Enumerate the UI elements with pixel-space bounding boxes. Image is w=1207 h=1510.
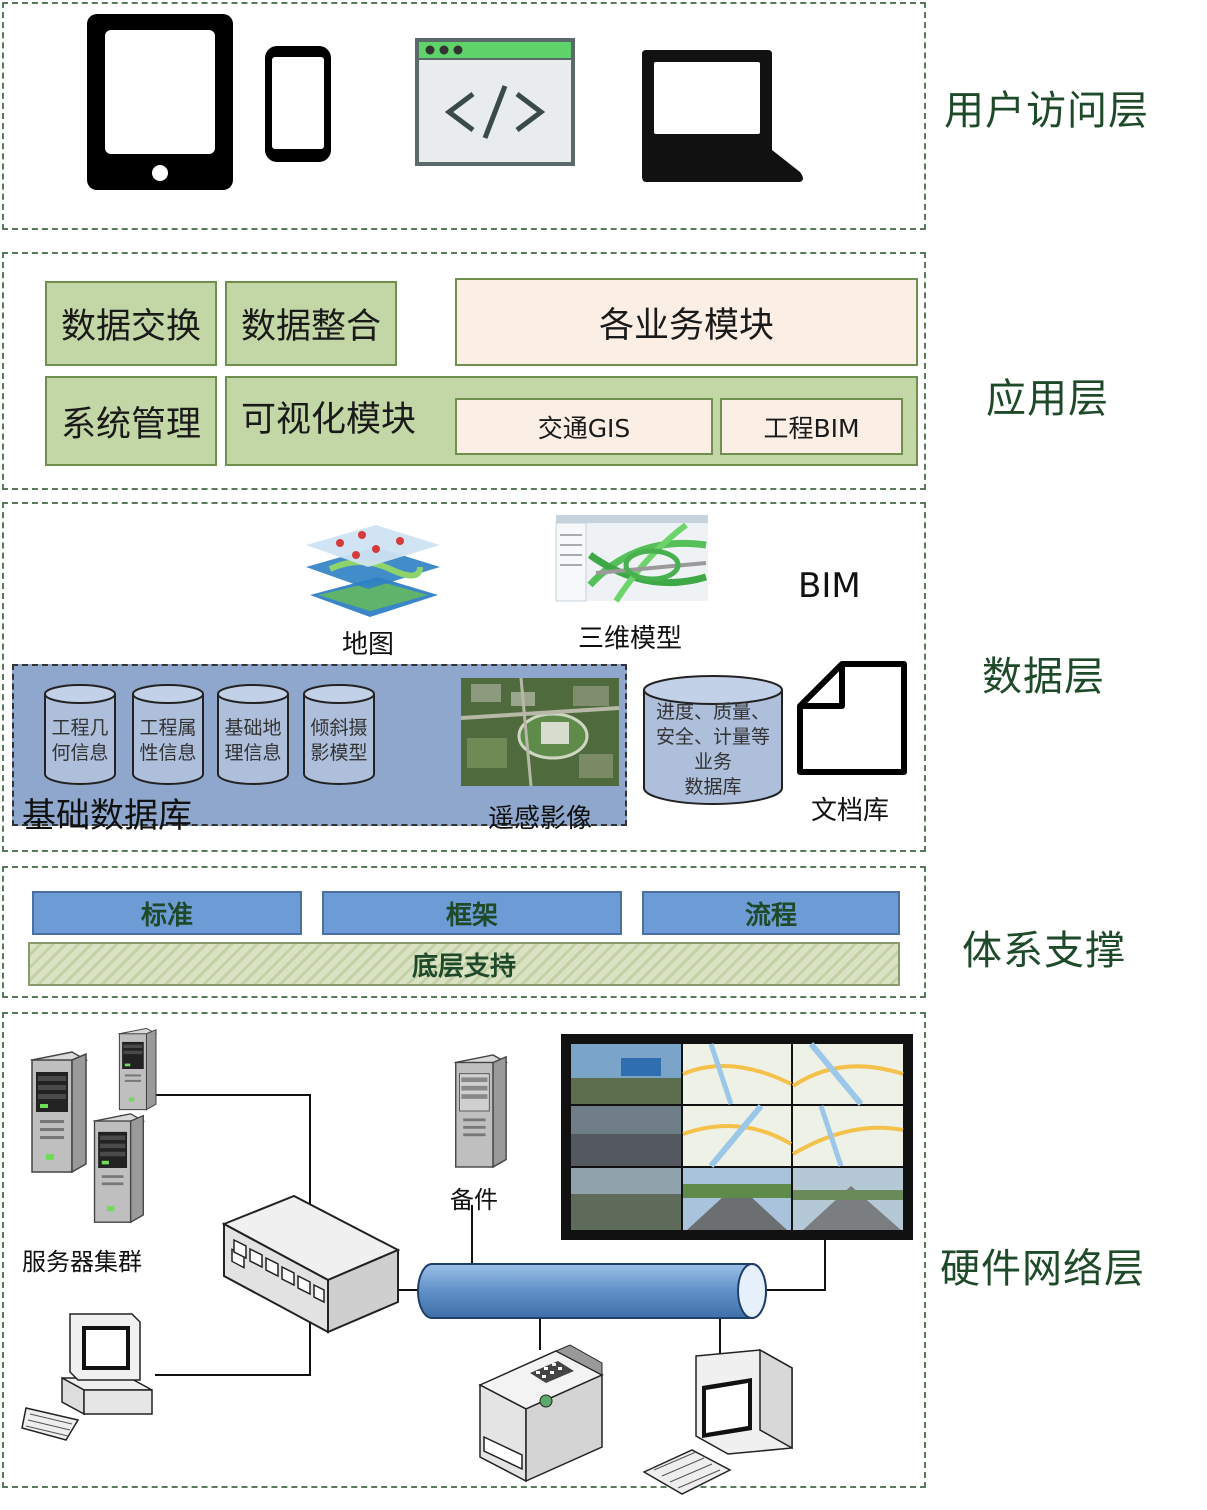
business-database-text: 进度、质量、 安全、计量等 业务 数据库 [655, 701, 770, 798]
backup-server-icon [453, 1054, 509, 1169]
data-layer-label: 数据层 [982, 654, 1105, 700]
engineering-bim-box: 工程BIM [720, 398, 903, 455]
server-cluster-label: 服务器集群 [22, 1248, 142, 1276]
server-icon-1 [29, 1051, 89, 1174]
code-window-icon [415, 38, 575, 166]
laptop-icon [642, 50, 803, 182]
hardware-layer-frame [2, 1012, 926, 1488]
application-layer-label: 应用层 [986, 376, 1109, 422]
map-label: 地图 [342, 630, 395, 660]
traffic-gis-box: 交通GIS [455, 398, 713, 455]
printer-icon [478, 1344, 604, 1483]
business-database-cylinder [643, 675, 783, 805]
desktop-computer-icon [642, 1348, 793, 1495]
cylinder-2-text: 工程属 性信息 [139, 717, 197, 764]
cylinder-1-text: 工程几 何信息 [51, 717, 109, 764]
framework-bar: 框架 [322, 891, 622, 935]
phone-icon [265, 46, 331, 162]
database-cylinder-4 [303, 684, 375, 785]
database-cylinder-1 [44, 684, 116, 785]
system-management-box: 系统管理 [45, 376, 217, 466]
server-icon-2 [117, 1027, 158, 1111]
server-icon-3 [92, 1113, 146, 1224]
3d-model-image [555, 515, 708, 603]
data-layer-frame [2, 502, 926, 852]
remote-sensing-label: 遥感影像 [488, 804, 593, 834]
data-integration-box: 数据整合 [225, 281, 397, 366]
process-bar: 流程 [642, 891, 900, 935]
support-layer-frame [2, 866, 926, 998]
support-layer-label: 体系支撑 [962, 928, 1126, 974]
network-switch-icon [221, 1194, 401, 1334]
network-bus-pipe [417, 1263, 767, 1319]
visualization-module-label: 可视化模块 [241, 399, 417, 440]
hardware-layer-label: 硬件网络层 [940, 1246, 1145, 1292]
standard-bar: 标准 [32, 891, 302, 935]
database-cylinder-2 [132, 684, 204, 785]
workstation-computer-icon [21, 1313, 153, 1441]
backup-label: 备件 [450, 1186, 498, 1214]
user-access-layer-frame [2, 2, 926, 230]
user-access-layer-label: 用户访问层 [944, 88, 1149, 134]
tablet-icon [87, 14, 233, 190]
video-wall-icon [561, 1034, 913, 1240]
application-layer-frame [2, 252, 926, 490]
remote-sensing-image [460, 677, 620, 787]
base-database-label: 基础数据库 [22, 796, 192, 836]
cylinder-3-text: 基础地 理信息 [224, 717, 282, 764]
document-icon [797, 661, 907, 775]
3d-model-label: 三维模型 [578, 624, 683, 654]
data-exchange-box: 数据交换 [45, 281, 217, 366]
bim-label: BIM [798, 566, 861, 606]
cylinder-4-text: 倾斜摄 影模型 [310, 717, 368, 764]
map-layers-icon [306, 525, 440, 617]
base-support-bar: 底层支持 [28, 942, 900, 986]
business-modules-box: 各业务模块 [455, 278, 918, 366]
database-cylinder-3 [217, 684, 289, 785]
document-db-label: 文档库 [811, 796, 890, 826]
